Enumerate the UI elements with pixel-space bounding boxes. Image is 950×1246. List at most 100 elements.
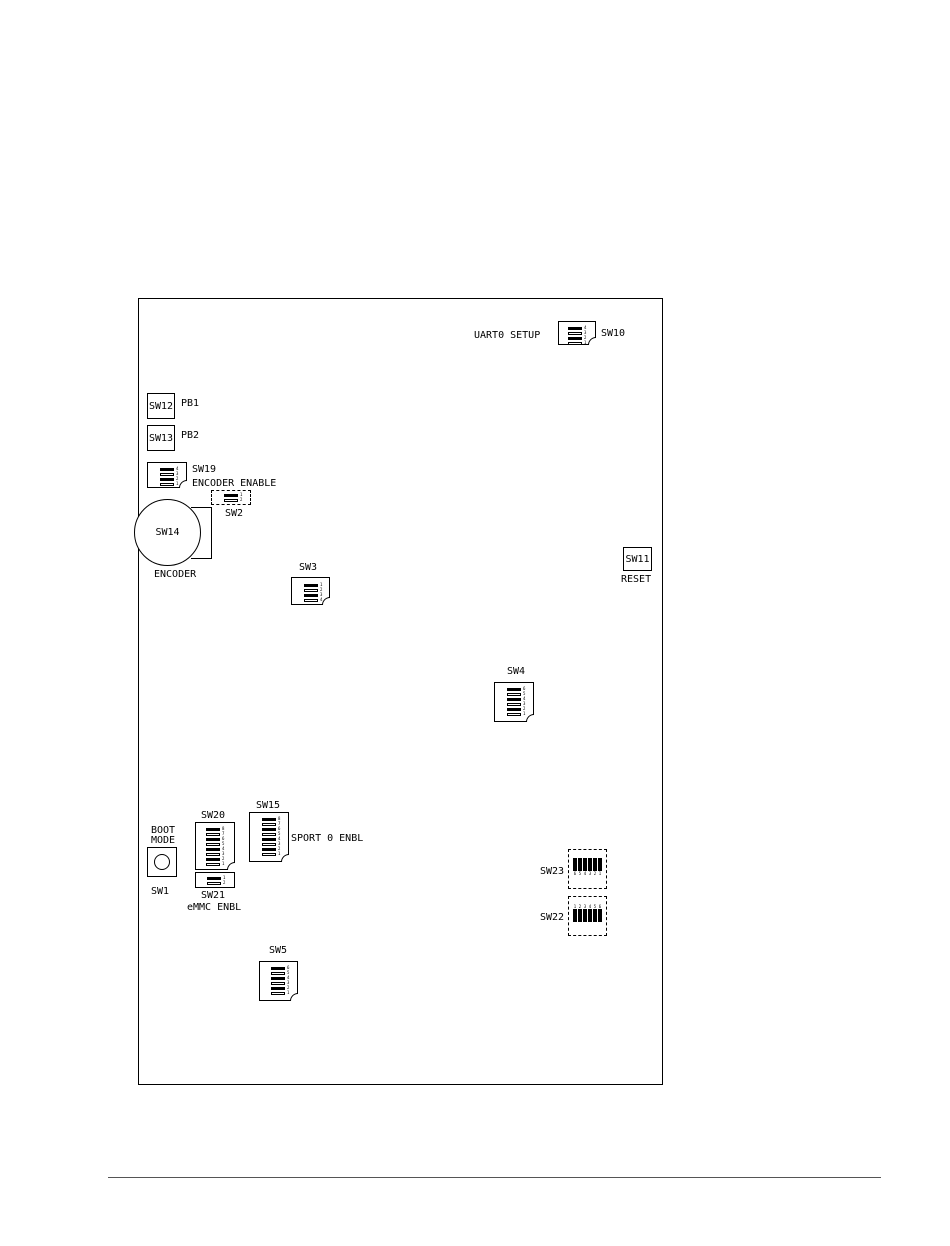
dip-position-number: 2 [223, 881, 225, 885]
sw11-label: SW11 [625, 554, 649, 565]
dip-slider [598, 909, 602, 922]
dip-slider [588, 909, 592, 922]
pb1-label: PB1 [181, 398, 199, 409]
dip-position[interactable]: 1 [271, 991, 289, 995]
sw13-pushbutton[interactable]: SW13 [147, 425, 175, 451]
dip-position[interactable]: 4 [583, 858, 587, 876]
dip-slider [207, 877, 221, 880]
sw20-notch [227, 862, 235, 870]
dip-slider [507, 708, 521, 711]
footer-rule [108, 1177, 881, 1178]
dip-position-number: 4 [584, 871, 586, 876]
dip-slider [206, 848, 220, 851]
sw13-label: SW13 [149, 433, 173, 444]
sw22-label: SW22 [540, 912, 564, 923]
dip-position[interactable]: 1 [598, 858, 602, 876]
dip-slider [583, 858, 587, 871]
sport0-enbl-label: SPORT 0 ENBL [291, 833, 363, 844]
dip-slider [262, 828, 276, 831]
dip-slider [598, 858, 602, 871]
dip-position[interactable]: 1 [160, 482, 178, 486]
sw4-switch-bank: 654321 [507, 687, 525, 716]
dip-slider [304, 594, 318, 597]
dip-slider [568, 327, 582, 330]
sw20-label: SW20 [201, 810, 225, 821]
sw10-switch-bank: 4321 [568, 326, 586, 345]
dip-position[interactable]: 4 [304, 598, 322, 602]
sw21-label: SW21 [201, 890, 225, 901]
dip-slider [262, 823, 276, 826]
sw14-encoder-knob[interactable]: SW14 [134, 499, 201, 566]
dip-position-number: 3 [589, 871, 591, 876]
dip-position[interactable]: 1 [206, 862, 224, 866]
dip-position-number: 1 [278, 852, 280, 856]
dip-slider [206, 858, 220, 861]
sw19-label: SW19 [192, 464, 216, 475]
dip-slider [262, 843, 276, 846]
sw4-notch [526, 714, 534, 722]
dip-position[interactable]: 1 [262, 852, 280, 856]
sw3-label: SW3 [299, 562, 317, 573]
dip-position[interactable]: 1 [568, 341, 586, 345]
dip-position[interactable]: 6 [598, 904, 602, 922]
dip-position[interactable]: 4 [588, 904, 592, 922]
dip-position-number: 1 [599, 871, 601, 876]
dip-position[interactable]: 3 [588, 858, 592, 876]
dip-slider [271, 967, 285, 970]
sw4-label: SW4 [507, 666, 525, 677]
dip-slider [207, 882, 221, 885]
dip-slider [206, 863, 220, 866]
dip-slider [271, 972, 285, 975]
dip-slider [160, 478, 174, 481]
dip-slider [593, 858, 597, 871]
dip-position[interactable]: 2 [593, 858, 597, 876]
dip-position-number: 2 [240, 498, 242, 502]
sw1-rotary-dial [154, 854, 170, 870]
sw10-notch [588, 337, 596, 345]
encoder-enable-label: ENCODER ENABLE [192, 478, 276, 489]
dip-position-number: 1 [222, 862, 224, 866]
dip-position[interactable]: 1 [507, 712, 525, 716]
dip-slider [271, 982, 285, 985]
sw2-label: SW2 [225, 508, 243, 519]
dip-position[interactable]: 3 [583, 904, 587, 922]
dip-position[interactable]: 1 [573, 904, 577, 922]
dip-position[interactable]: 2 [207, 881, 225, 885]
dip-slider [507, 713, 521, 716]
dip-slider [160, 483, 174, 486]
sw20-switch-bank: 87654321 [206, 827, 224, 866]
dip-position[interactable]: 5 [593, 904, 597, 922]
sw1-label: SW1 [151, 886, 169, 897]
dip-slider [271, 977, 285, 980]
dip-position-number: 1 [287, 991, 289, 995]
sw11-reset-button[interactable]: SW11 [623, 547, 652, 571]
sw1-boot-mode-switch[interactable] [147, 847, 177, 877]
dip-slider [160, 468, 174, 471]
sw19-notch [179, 480, 187, 488]
dip-position[interactable]: 5 [578, 858, 582, 876]
dip-slider [573, 909, 577, 922]
dip-position[interactable]: 2 [224, 498, 242, 502]
sw15-label: SW15 [256, 800, 280, 811]
dip-slider [568, 337, 582, 340]
sw15-switch-bank: 87654321 [262, 817, 280, 856]
dip-position[interactable]: 6 [573, 858, 577, 876]
sw12-pushbutton[interactable]: SW12 [147, 393, 175, 419]
dip-slider [271, 987, 285, 990]
dip-position-number: 1 [523, 712, 525, 716]
dip-slider [507, 693, 521, 696]
dip-position[interactable]: 2 [578, 904, 582, 922]
dip-slider [262, 833, 276, 836]
